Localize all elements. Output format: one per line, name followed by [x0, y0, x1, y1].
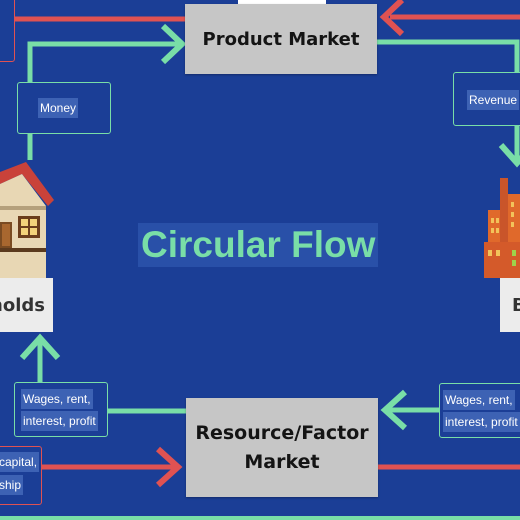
wages-left-line-2: interest, profit: [21, 411, 98, 431]
resource-market-label: Resource/Factor Market: [195, 421, 369, 473]
diagram-title: Circular Flow: [138, 223, 379, 267]
wages-left-line-1: Wages, rent,: [21, 389, 93, 409]
wages-right-line-1: Wages, rent,: [443, 390, 515, 410]
money-flow-arrowhead-business: [498, 143, 520, 168]
factory-icon: [484, 178, 520, 278]
bottom-strip: [0, 516, 520, 520]
money-flow-arrowhead-households: [19, 333, 61, 361]
households-label: holds: [0, 278, 53, 332]
capital-line-1: capital,: [0, 452, 40, 472]
goods-label-box-top-left: [0, 0, 15, 62]
wages-label-box-right: Wages, rent, interest, profit: [439, 383, 520, 438]
house-icon: [0, 162, 54, 280]
money-label: Money: [38, 98, 79, 118]
wages-right-line-2: interest, profit: [443, 412, 520, 432]
revenue-label-box: Revenue: [453, 72, 520, 126]
product-market-label: Product Market: [202, 28, 360, 50]
money-flow-arrowhead-product: [160, 23, 187, 65]
capital-label-box: capital, ship: [0, 446, 42, 505]
business-label: B: [500, 278, 520, 332]
capital-line-2: ship: [0, 475, 24, 495]
resource-market-box: Resource/Factor Market: [186, 398, 378, 497]
goods-flow-arrowhead-bottom: [155, 446, 183, 488]
wages-label-box-left: Wages, rent, interest, profit: [14, 382, 108, 437]
money-flow-arrowhead-resource: [380, 389, 408, 431]
money-label-box: Money: [17, 82, 111, 134]
revenue-label: Revenue: [467, 90, 520, 110]
product-market-box: Product Market: [185, 4, 377, 74]
goods-flow-arrowhead-top: [379, 0, 405, 37]
